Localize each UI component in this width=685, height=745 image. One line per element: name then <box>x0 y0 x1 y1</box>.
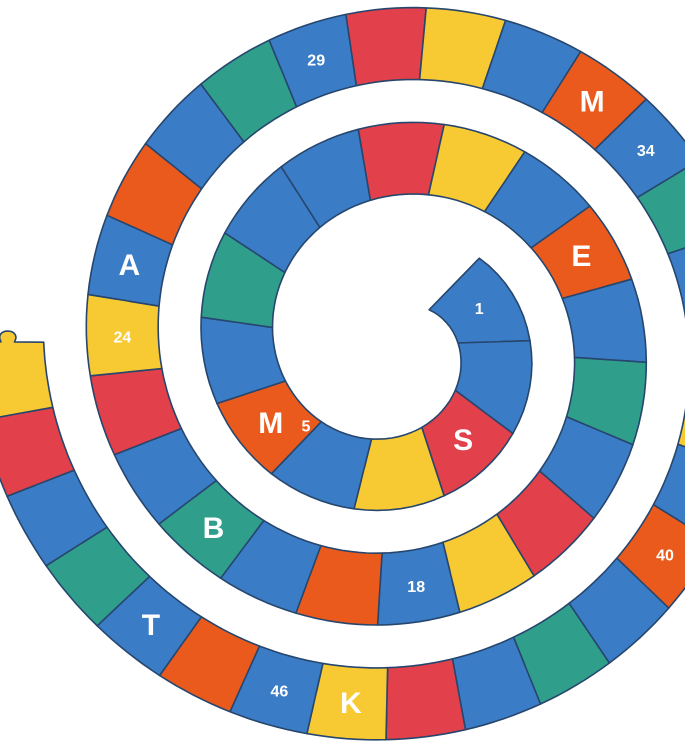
piece-letter-3: S <box>453 424 473 457</box>
piece-letter-23: B <box>203 512 225 545</box>
piece-number-20: 18 <box>407 579 425 596</box>
piece-number-31: 29 <box>307 53 325 70</box>
piece-number-36: 34 <box>637 143 655 160</box>
piece-number-26: 24 <box>114 330 132 347</box>
piece-number-6: 5 <box>301 419 310 436</box>
puzzle-piece-54[interactable] <box>0 331 53 420</box>
piece-number-42: 40 <box>656 547 674 564</box>
piece-number-48: 46 <box>271 684 289 701</box>
piece-letter-14: E <box>571 240 591 273</box>
piece-letter-47: K <box>340 687 362 720</box>
piece-letter-35: M <box>580 85 605 118</box>
piece-letter-27: A <box>118 249 140 282</box>
piece-number-1: 1 <box>475 301 484 318</box>
piece-letter-6: M <box>258 407 283 440</box>
piece-letter-50: T <box>142 609 160 642</box>
puzzle-piece-46[interactable] <box>376 659 465 740</box>
